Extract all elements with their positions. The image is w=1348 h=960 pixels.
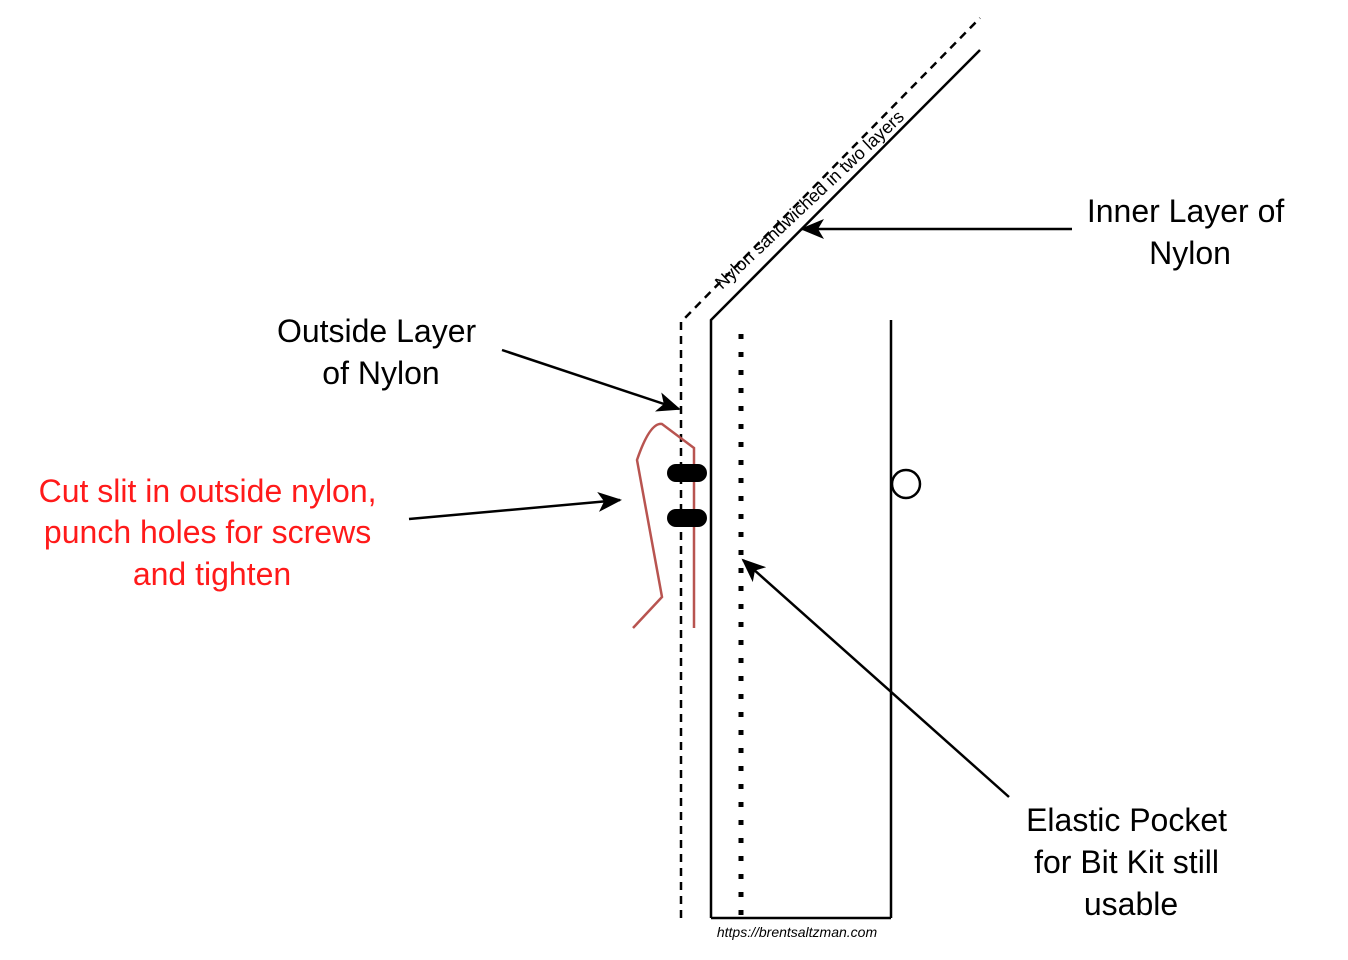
- credit-url: https://brentsaltzman.com: [717, 924, 878, 940]
- inner-nylon-layer-line: [709, 49, 981, 918]
- strap-annotation-text: Nylon sandwiched in two layers: [711, 106, 908, 292]
- cut-slit-label: Cut slit in outside nylon, punch holes f…: [39, 473, 386, 592]
- outside-layer-label-line-1: Outside Layer: [277, 313, 477, 349]
- elastic-pocket-label: Elastic Pocket for Bit Kit still usable: [1026, 802, 1236, 922]
- cut-slit-arrow: [408, 492, 622, 521]
- outside-layer-label: Outside Layer of Nylon: [277, 313, 485, 391]
- inner-layer-label-line-1: Inner Layer of: [1087, 193, 1285, 229]
- strap-annotation: Nylon sandwiched in two layers: [711, 106, 908, 292]
- elastic-pocket-label-line-1: Elastic Pocket: [1026, 802, 1227, 838]
- inner-layer-label: Inner Layer of Nylon: [1087, 193, 1293, 271]
- outside-layer-arrow: [501, 348, 681, 412]
- screw-bottom: [667, 509, 707, 527]
- rivet-circle: [890, 468, 922, 500]
- elastic-pocket-label-line-3: usable: [1084, 886, 1178, 922]
- elastic-pocket-label-line-2: for Bit Kit still: [1034, 844, 1219, 880]
- cut-slit-label-line-3: and tighten: [133, 556, 291, 592]
- elastic-pocket-arrow: [741, 558, 1010, 798]
- outside-nylon-layer-line: [679, 17, 981, 918]
- outside-layer-label-line-2: of Nylon: [322, 355, 439, 391]
- cut-slit-label-line-1: Cut slit in outside nylon,: [39, 473, 377, 509]
- screw-top: [667, 464, 707, 482]
- cut-slit-outline: [632, 422, 696, 629]
- inner-layer-label-line-2: Nylon: [1149, 235, 1231, 271]
- cut-slit-label-line-2: punch holes for screws: [44, 514, 371, 550]
